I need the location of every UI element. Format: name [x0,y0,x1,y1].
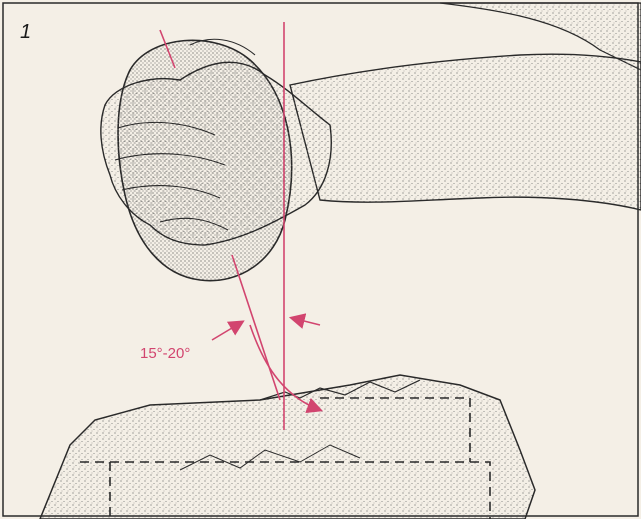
angle-label: 15°-20° [140,345,190,362]
forearm-shape [290,54,641,210]
panel-number: 1 [20,21,31,43]
